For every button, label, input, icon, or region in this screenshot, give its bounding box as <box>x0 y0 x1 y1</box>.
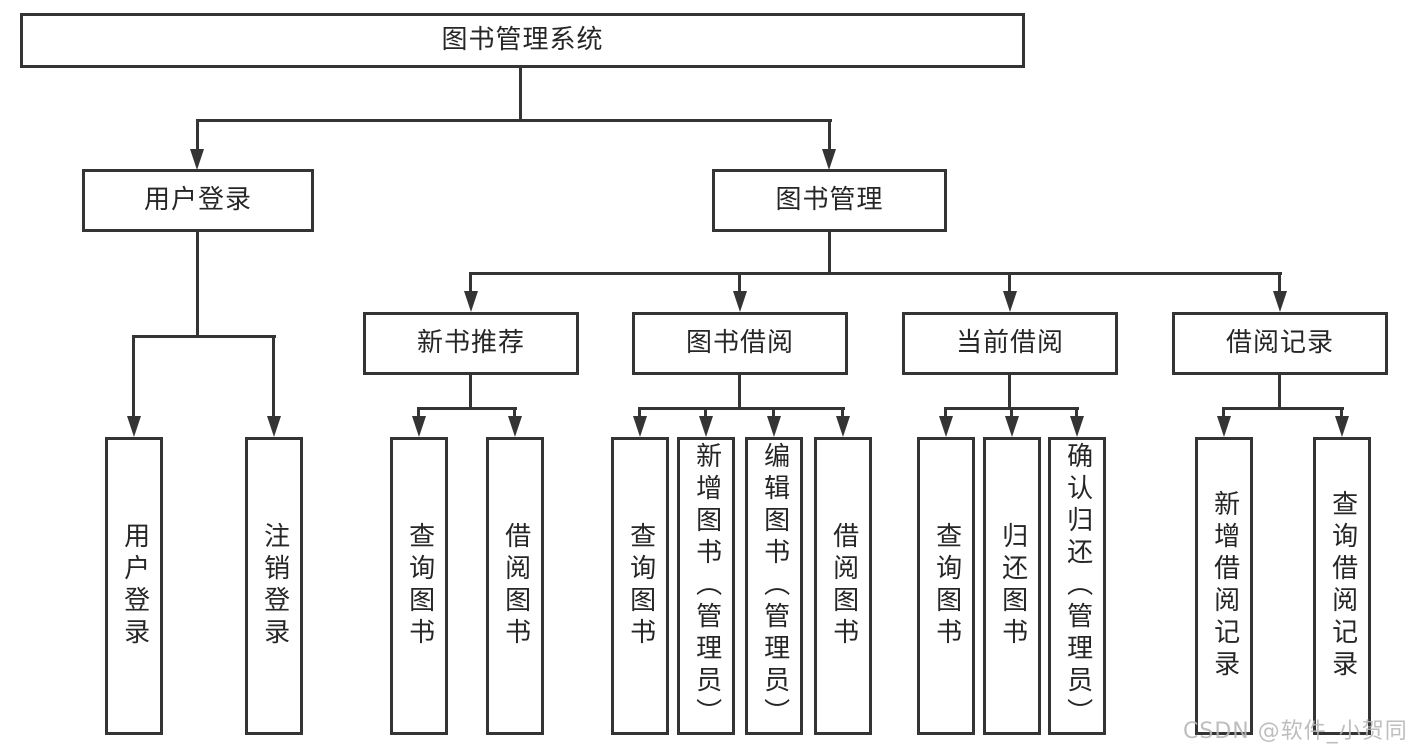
connector-line <box>1008 375 1011 407</box>
leaf-query-books-borrow-label: 查询图书 <box>625 522 656 650</box>
node-borrow-records: 借阅记录 <box>1172 312 1388 375</box>
arrow-down-icon <box>267 416 281 437</box>
connector-line <box>944 407 947 418</box>
node-current-borrow: 当前借阅 <box>902 312 1118 375</box>
connector-line <box>638 407 641 418</box>
leaf-return-book: 归还图书 <box>983 437 1041 735</box>
arrow-down-icon <box>939 416 953 437</box>
connector-line <box>738 375 741 407</box>
connector-line <box>1008 272 1011 294</box>
node-book-borrow: 图书借阅 <box>632 312 848 375</box>
node-user-login: 用户登录 <box>82 169 314 232</box>
connector-line <box>417 407 517 410</box>
arrow-down-icon <box>412 416 426 437</box>
node-book-borrow-label: 图书借阅 <box>685 327 794 358</box>
connector-line <box>1340 407 1343 418</box>
arrow-down-icon <box>1273 291 1287 312</box>
leaf-logout-label: 注销登录 <box>259 522 290 650</box>
node-book-management-label: 图书管理 <box>775 184 884 215</box>
leaf-logout: 注销登录 <box>245 437 303 735</box>
connector-line <box>1278 272 1281 294</box>
arrow-down-icon <box>1005 416 1019 437</box>
connector-line <box>1010 407 1013 418</box>
arrow-down-icon <box>190 149 204 170</box>
leaf-user-login: 用户登录 <box>105 437 163 735</box>
connector-line <box>841 407 844 418</box>
leaf-confirm-return-admin-label: 确认归还（管理员） <box>1062 442 1093 730</box>
arrow-down-icon <box>1003 291 1017 312</box>
connector-line <box>132 335 276 338</box>
connector-line <box>469 375 472 407</box>
arrow-down-icon <box>1335 416 1349 437</box>
connector-line <box>1222 407 1225 418</box>
arrow-down-icon <box>464 291 478 312</box>
connector-line <box>1278 375 1281 407</box>
leaf-borrow-books-recommend: 借阅图书 <box>486 437 544 735</box>
connector-line <box>828 232 831 272</box>
connector-line <box>1075 407 1078 418</box>
leaf-query-books-current: 查询图书 <box>917 437 975 735</box>
leaf-edit-book-admin-label: 编辑图书（管理员） <box>759 442 790 730</box>
arrow-down-icon <box>836 416 850 437</box>
connector-line <box>272 335 275 419</box>
node-root-label: 图书管理系统 <box>441 24 604 55</box>
connector-line <box>738 272 741 294</box>
connector-line <box>196 232 199 335</box>
connector-line <box>1222 407 1344 410</box>
leaf-add-borrow-record-label: 新增借阅记录 <box>1209 490 1240 682</box>
node-new-book-recommend-label: 新书推荐 <box>416 327 525 358</box>
leaf-edit-book-admin: 编辑图书（管理员） <box>745 437 803 735</box>
arrow-down-icon <box>127 416 141 437</box>
csdn-watermark: CSDN @软件_小贺同学 <box>1183 719 1405 744</box>
connector-line <box>196 119 199 153</box>
connector-line <box>704 407 707 418</box>
leaf-query-books-recommend-label: 查询图书 <box>404 522 435 650</box>
leaf-borrow-books-label: 借阅图书 <box>828 522 859 650</box>
arrow-down-icon <box>1070 416 1084 437</box>
connector-line <box>828 119 831 153</box>
leaf-query-books-borrow: 查询图书 <box>611 437 669 735</box>
arrow-down-icon <box>633 416 647 437</box>
node-root: 图书管理系统 <box>20 13 1025 68</box>
connector-line <box>513 407 516 418</box>
connector-line <box>638 407 845 410</box>
leaf-query-books-recommend: 查询图书 <box>390 437 448 735</box>
arrow-down-icon <box>733 291 747 312</box>
connector-line <box>519 68 522 119</box>
connector-line <box>417 407 420 418</box>
arrow-down-icon <box>767 416 781 437</box>
arrow-down-icon <box>1217 416 1231 437</box>
leaf-query-borrow-record-label: 查询借阅记录 <box>1327 490 1358 682</box>
leaf-user-login-label: 用户登录 <box>119 522 150 650</box>
leaf-query-books-current-label: 查询图书 <box>931 522 962 650</box>
leaf-borrow-books-recommend-label: 借阅图书 <box>500 522 531 650</box>
connector-line <box>469 272 1282 275</box>
leaf-return-book-label: 归还图书 <box>997 522 1028 650</box>
leaf-query-borrow-record: 查询借阅记录 <box>1313 437 1371 735</box>
leaf-add-book-admin-label: 新增图书（管理员） <box>691 442 722 730</box>
connector-line <box>469 272 472 294</box>
node-current-borrow-label: 当前借阅 <box>955 327 1064 358</box>
leaf-borrow-books: 借阅图书 <box>814 437 872 735</box>
leaf-confirm-return-admin: 确认归还（管理员） <box>1048 437 1106 735</box>
node-borrow-records-label: 借阅记录 <box>1225 327 1334 358</box>
leaf-add-book-admin: 新增图书（管理员） <box>677 437 735 735</box>
arrow-down-icon <box>508 416 522 437</box>
connector-line <box>196 119 832 122</box>
arrow-down-icon <box>699 416 713 437</box>
connector-line <box>132 335 135 419</box>
leaf-add-borrow-record: 新增借阅记录 <box>1195 437 1253 735</box>
connector-line <box>772 407 775 418</box>
arrow-down-icon <box>822 149 836 170</box>
node-new-book-recommend: 新书推荐 <box>363 312 579 375</box>
node-user-login-label: 用户登录 <box>143 184 252 215</box>
node-book-management: 图书管理 <box>712 169 947 232</box>
